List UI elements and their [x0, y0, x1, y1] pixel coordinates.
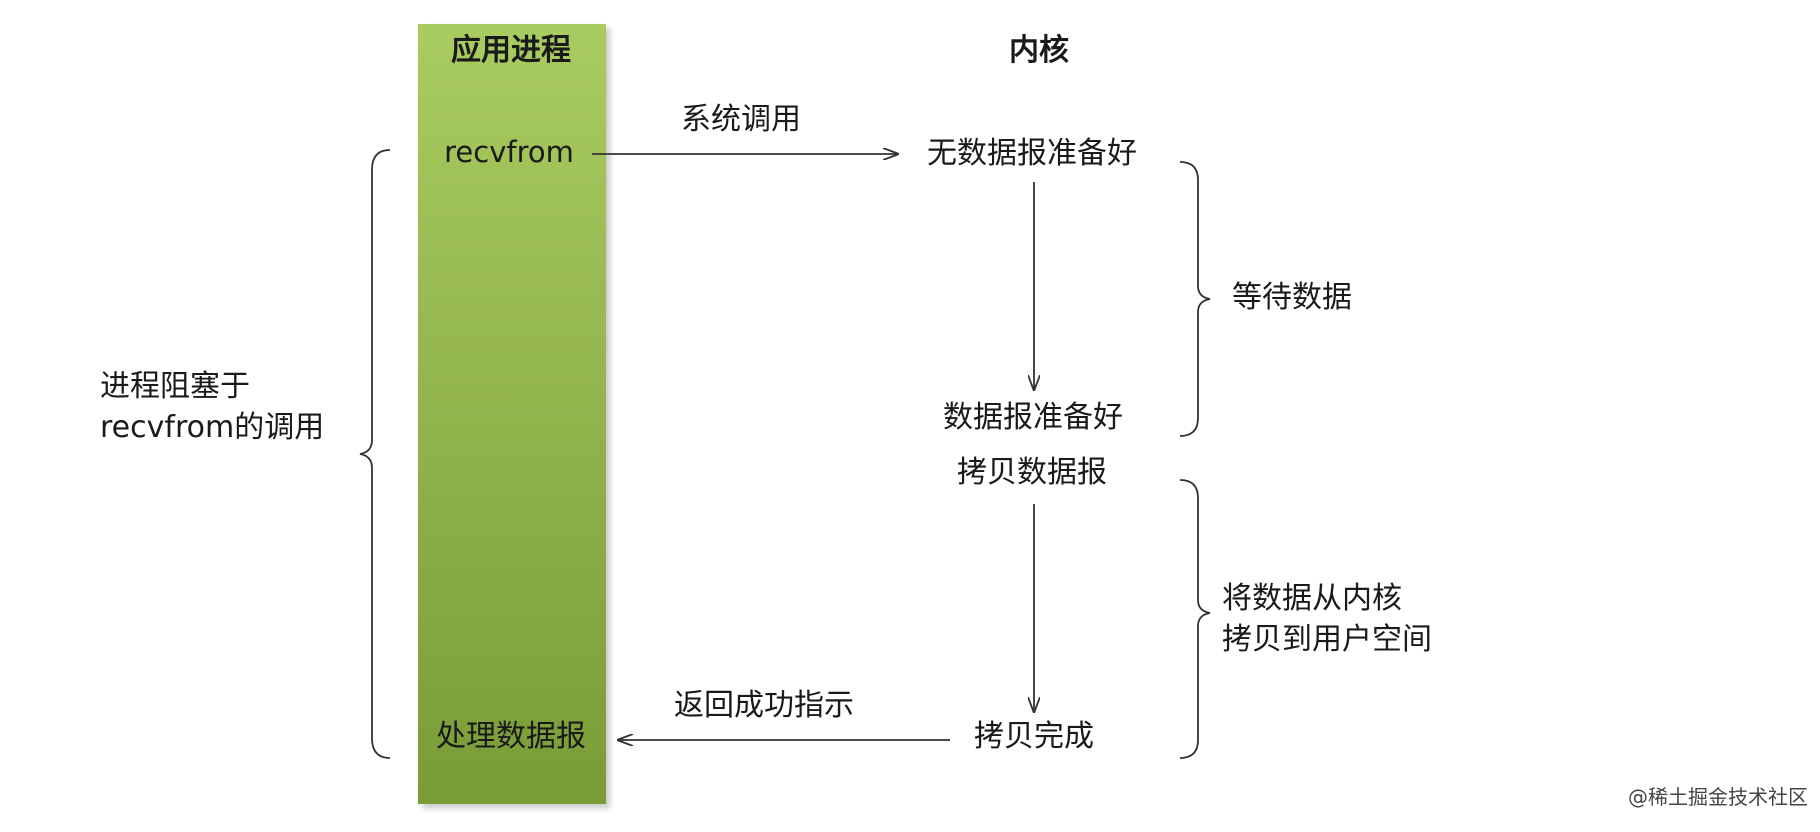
blocked-brace	[359, 149, 391, 759]
copy-phase-label: 将数据从内核 拷贝到用户空间	[1222, 578, 1432, 661]
application-process-column	[418, 24, 606, 804]
kernel-title: 内核	[1009, 33, 1069, 68]
copy-phase-line-2: 拷贝到用户空间	[1222, 622, 1432, 658]
copy-datagram-label: 拷贝数据报	[957, 455, 1107, 490]
copy-phase-line-1: 将数据从内核	[1222, 581, 1402, 616]
process-title: 应用进程	[451, 33, 571, 68]
copy-complete-label: 拷贝完成	[974, 719, 1094, 754]
wait-data-label: 等待数据	[1232, 280, 1352, 315]
process-datagram-label: 处理数据报	[436, 719, 586, 754]
copy-data-brace	[1179, 479, 1211, 759]
blocked-line-1: 进程阻塞于	[100, 369, 250, 404]
blocked-line-2: recvfrom的调用	[100, 410, 325, 446]
no-datagram-ready-label: 无数据报准备好	[927, 136, 1137, 171]
watermark: @稀土掘金技术社区	[1628, 785, 1808, 809]
wait-data-brace	[1179, 161, 1211, 437]
recvfrom-call-label: recvfrom	[444, 135, 574, 169]
datagram-ready-label: 数据报准备好	[943, 400, 1123, 435]
system-call-label: 系统调用	[681, 102, 801, 137]
return-success-label: 返回成功指示	[674, 688, 854, 723]
blocked-description: 进程阻塞于 recvfrom的调用	[100, 366, 324, 449]
